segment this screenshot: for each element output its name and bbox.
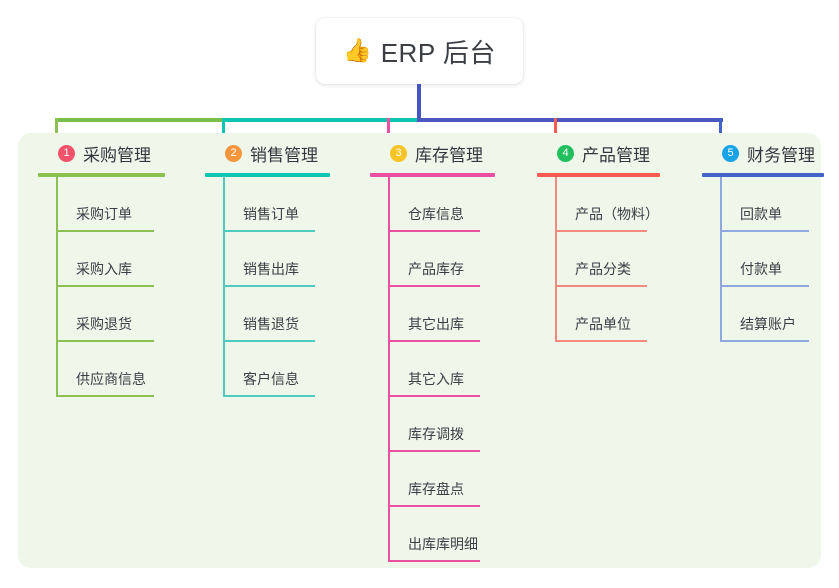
branch-item-label: 客户信息 [243,371,299,387]
root-stem-line [417,84,421,122]
connector-segment-teal [222,118,419,122]
branch-header-rule [205,173,330,177]
branch-item-rule [388,230,480,232]
branch-column-5: 5 财务管理回款单付款单结算账户 [702,133,824,342]
branch-spine [388,177,390,562]
branch-header-rule [38,173,165,177]
branch-header-1[interactable]: 1 采购管理 [38,133,151,173]
branch-item-label: 其它出库 [408,316,464,332]
branch-item-rule [388,340,480,342]
branch-header-2[interactable]: 2 销售管理 [205,133,318,173]
branch-item-rule [720,285,809,287]
root-node[interactable]: 👍 ERP 后台 [316,18,523,84]
branch-item-label: 出库库明细 [408,536,478,552]
branch-item-label: 采购订单 [76,206,132,222]
branches-panel: 1 采购管理采购订单采购入库采购退货供应商信息 2 销售管理销售订单销售出库销售退货客… [18,133,824,568]
branch-spine [56,177,58,397]
branch-item-rule [223,340,315,342]
branch-column-3: 3 库存管理仓库信息产品库存其它出库其它入库库存调拨库存盘点出库库明细 [370,133,495,562]
branch-item-label: 产品（物料） [575,206,659,222]
branch-item-label: 销售订单 [243,206,299,222]
branch-item-rule [56,285,154,287]
branch-item-label: 销售出库 [243,261,299,277]
branch-item-rule [388,505,480,507]
root-node-content: 👍 ERP 后台 [343,33,496,70]
branch-item-rule [388,560,480,562]
branch-header-rule [537,173,660,177]
connector-segment-indigo [417,118,723,122]
branch-header-rule [370,173,495,177]
branch-spine [720,177,722,342]
branch-item-rule [388,450,480,452]
branch-item-label: 产品单位 [575,316,631,332]
branch-title: 采购管理 [83,145,151,165]
branch-item-rule [223,230,315,232]
branch-number-badge: 1 [58,144,75,162]
branch-item-label: 结算账户 [740,316,796,332]
branch-item-rule [720,340,809,342]
branch-item-label: 回款单 [740,206,782,222]
branch-column-2: 2 销售管理销售订单销售出库销售退货客户信息 [205,133,330,397]
branch-number-badge: 4 [557,144,574,162]
branch-item-rule [555,340,647,342]
connector-segment-green [55,118,224,122]
branch-header-5[interactable]: 5 财务管理 [702,133,815,173]
branch-item-label: 付款单 [740,261,782,277]
branch-title: 产品管理 [582,145,650,165]
branch-spine [555,177,557,342]
branch-item-label: 库存盘点 [408,481,464,497]
root-node-title: ERP 后台 [380,37,496,68]
branch-item-rule [56,395,154,397]
branch-column-1: 1 采购管理采购订单采购入库采购退货供应商信息 [38,133,165,397]
branch-item-label: 采购退货 [76,316,132,332]
branch-item-label: 产品分类 [575,261,631,277]
branch-item-rule [555,285,647,287]
branch-title: 财务管理 [747,145,815,165]
branch-item-rule [223,395,315,397]
branch-title: 销售管理 [250,145,318,165]
branch-item-label: 其它入库 [408,371,464,387]
branch-header-4[interactable]: 4 产品管理 [537,133,650,173]
branch-item-label: 库存调拨 [408,426,464,442]
branch-item-rule [720,230,809,232]
branch-header-rule [702,173,824,177]
branch-item-rule [56,340,154,342]
branch-number-badge: 5 [722,144,739,162]
branch-number-badge: 2 [225,144,242,162]
branch-title: 库存管理 [415,145,483,165]
branch-item-rule [223,285,315,287]
branch-item-rule [56,230,154,232]
branch-item-label: 采购入库 [76,261,132,277]
branch-header-3[interactable]: 3 库存管理 [370,133,483,173]
branch-spine [223,177,225,397]
branch-column-4: 4 产品管理产品（物料） 产品分类产品单位 [537,133,660,342]
branch-item-label: 供应商信息 [76,371,146,387]
branch-item-label: 销售退货 [243,316,299,332]
branch-item-rule [555,230,647,232]
branch-item-label: 仓库信息 [408,206,464,222]
branch-item-rule [388,395,480,397]
branch-item-label: 产品库存 [408,261,464,277]
branch-item-rule [388,285,480,287]
thumbs-up-icon: 👍 [343,36,372,63]
branch-number-badge: 3 [390,144,407,162]
